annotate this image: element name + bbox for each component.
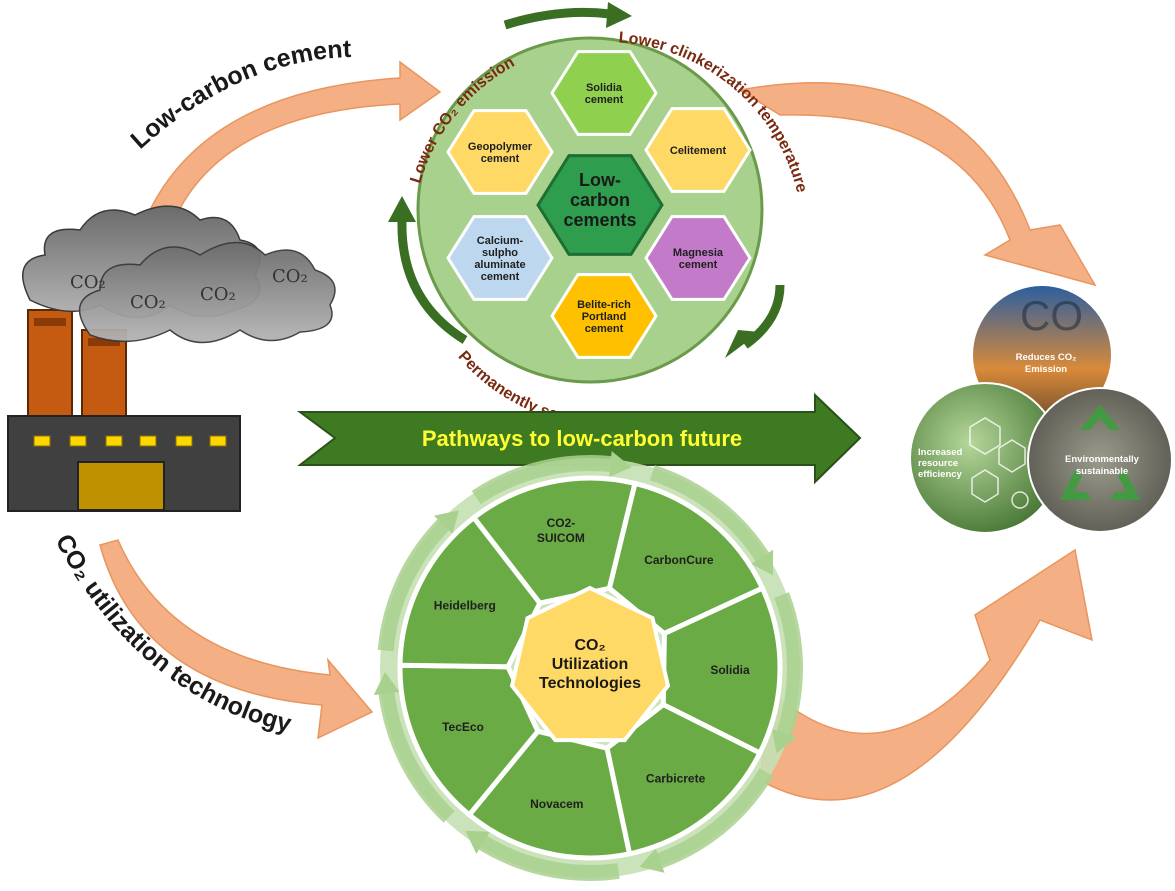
hex-label: Calcium- [477, 235, 524, 247]
arrow-factory-to-utilization [99, 539, 374, 740]
arrow-cement-to-outcomes [737, 82, 1097, 287]
segment-label: Solidia [710, 663, 750, 677]
hex-label: Geopolymer [468, 141, 533, 153]
wheel-ring-arrowhead [373, 672, 400, 696]
arrow-factory-to-cement [148, 60, 442, 213]
outcome-text: resource [918, 458, 958, 469]
hex-label: cement [481, 153, 520, 165]
wheel-ring-arrow [650, 768, 774, 871]
co2-smoke-label: CO₂ [70, 272, 106, 293]
low-carbon-cement-cycle: Lower CO₂ emission Lower clinkerization … [388, 2, 810, 431]
center-label: cements [563, 210, 636, 230]
wheel-ring-arrow [774, 592, 803, 743]
wheel-ring-arrow [649, 465, 773, 568]
wheel-ring-arrowhead [772, 729, 797, 754]
segment-label: CarbonCure [644, 553, 714, 567]
wheel-ring-arrowhead [639, 848, 665, 873]
hex-label: Portland [582, 311, 627, 323]
outcome-text: Emission [1025, 364, 1067, 375]
hex-label: cement [679, 259, 718, 271]
wheel-ring-arrowhead [751, 549, 774, 576]
wheel-ring-arrowhead [465, 830, 490, 854]
segment-label: Heidelberg [434, 598, 496, 612]
wheel-ring-arrowhead [609, 451, 632, 477]
arrow-utilization-to-outcomes [759, 548, 1093, 801]
wheel-ring-arrow [377, 514, 454, 652]
factory-illustration [7, 309, 241, 512]
wheel-ring-arrow [472, 832, 620, 881]
utilization-center-label: Utilization [552, 656, 628, 673]
hex-celitement: Celitement [644, 107, 752, 193]
segment-label: CO2- [547, 516, 576, 530]
hex-label: Celitement [670, 145, 727, 157]
smoke-clouds: CO₂ CO₂ CO₂ CO₂ [22, 205, 336, 344]
outcome-text: Increased [918, 447, 963, 458]
center-label: Low- [579, 170, 621, 190]
utilization-center-label: CO₂ [574, 637, 605, 654]
hex-label: Solidia [586, 82, 623, 94]
hex-label: cement [585, 94, 624, 106]
hex-label: aluminate [474, 259, 525, 271]
utilization-center-label: Technologies [539, 675, 641, 692]
center-label: carbon [570, 190, 630, 210]
segment-label: Carbicrete [646, 772, 706, 786]
svg-text:CO: CO [1020, 292, 1083, 339]
pathways-arrow: Pathways to low-carbon future [296, 392, 862, 485]
outcome-text: Reduces CO₂ [1016, 352, 1077, 363]
segment-co2-suicom: CO2-SUICOM [470, 475, 639, 606]
wheel-ring-arrow [471, 455, 619, 505]
pathways-label: Pathways to low-carbon future [422, 426, 742, 451]
wheel-ring-arrowhead [433, 510, 459, 534]
outcome-circles: CO Reduces CO₂ Emission Increased resour… [909, 284, 1173, 534]
outcome-text: efficiency [918, 469, 963, 480]
co2-smoke-label: CO₂ [130, 292, 166, 313]
co2-smoke-label: CO₂ [200, 284, 236, 305]
hex-label: Magnesia [673, 247, 724, 259]
wheel-ring-arrow [377, 685, 455, 823]
segment-label: TecEco [442, 720, 484, 734]
segment-carbicrete: Carbicrete [604, 701, 764, 857]
recycle-icon [1060, 405, 1140, 500]
co2-utilization-wheel: CO2-SUICOM CarbonCureSolidiaCarbicreteNov… [373, 451, 803, 881]
hex-label: sulpho [482, 247, 518, 259]
co2-smoke-label: CO₂ [272, 266, 308, 287]
segment-heidelberg: Heidelberg [397, 514, 543, 670]
hex-label: cement [585, 323, 624, 335]
outcome-text: Environmentally [1065, 454, 1140, 465]
hex-label: Belite-rich [577, 299, 631, 311]
hex-label: cement [481, 271, 520, 283]
outcome-text: sustainable [1076, 466, 1128, 477]
segment-label: SUICOM [537, 531, 585, 545]
outcome-environmentally-sustainable: Environmentally sustainable [1027, 387, 1173, 533]
segment-label: Novacem [530, 797, 583, 811]
outcome-resource-efficiency: Increased resource efficiency [909, 382, 1061, 534]
